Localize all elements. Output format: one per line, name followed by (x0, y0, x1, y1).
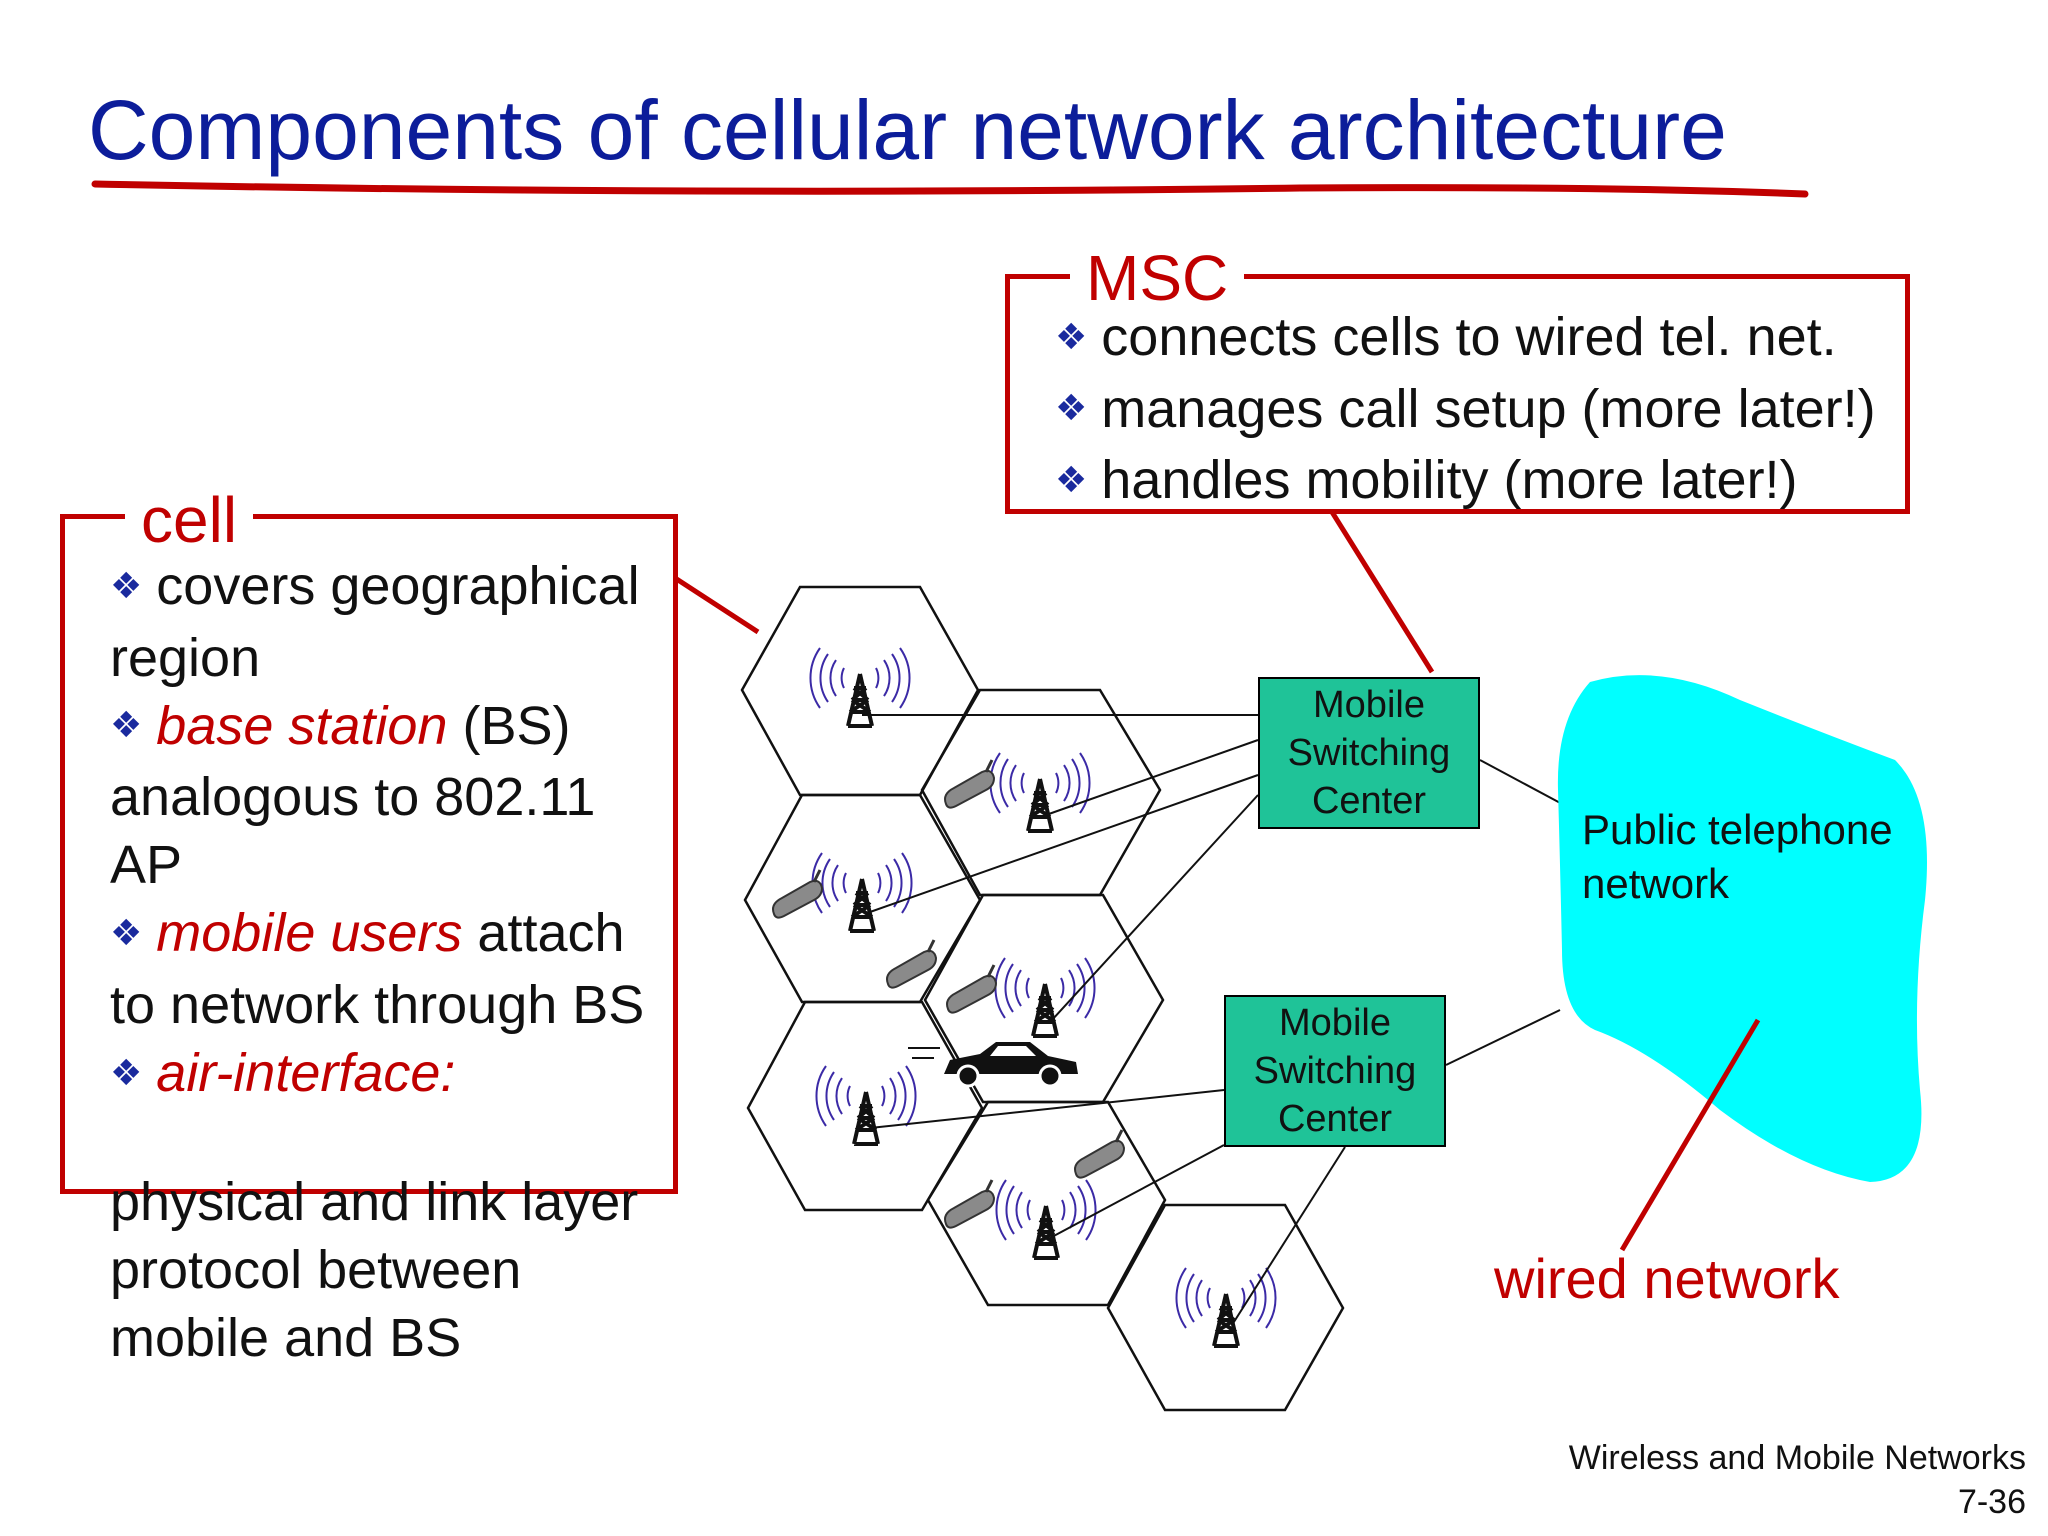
title-underline (91, 180, 1809, 198)
diamond-bullet-icon: ❖ (1055, 387, 1088, 429)
footer-page-number: 7-36 (1957, 1483, 2026, 1521)
wired-network-label: wired network (1494, 1247, 1840, 1310)
footer-course: Wireless and Mobile Networks (1568, 1439, 2026, 1477)
msc-bullet-list: ❖connects cells to wired tel. net. ❖mana… (1055, 303, 1876, 518)
msc-bullet: ❖manages call setup (more later!) (1055, 378, 1876, 439)
msc-box-top: Mobile Switching Center (1258, 677, 1480, 829)
msc-links (862, 714, 1565, 1326)
msc-box-bottom: Mobile Switching Center (1224, 995, 1446, 1147)
cell-callout-box (60, 514, 678, 1194)
msc-callout-label: MSC (1070, 246, 1245, 310)
slide-footer: Wireless and Mobile Networks 7-36 (1569, 1436, 2026, 1524)
cell-bullet: ❖mobile users attach to network through … (110, 903, 645, 1036)
msc-label-line: Switching (1287, 732, 1451, 774)
car-icon (908, 1042, 1078, 1088)
diamond-bullet-icon: ❖ (110, 564, 143, 606)
cell-bullet-list: ❖covers geographical region ❖base statio… (110, 552, 670, 1111)
antenna-tower-icon (808, 646, 1278, 1348)
diamond-bullet-icon: ❖ (1055, 459, 1088, 501)
msc-label-line: Center (1311, 780, 1427, 822)
msc-label-line: Center (1277, 1098, 1393, 1140)
slide-title: Components of cellular network architect… (88, 83, 1727, 177)
cell-bullet: ❖covers geographical region (110, 556, 640, 688)
diamond-bullet-icon: ❖ (110, 1051, 143, 1093)
cell-phone-icon (771, 758, 1126, 1230)
msc-bullet: ❖handles mobility (more later!) (1055, 450, 1798, 511)
diamond-bullet-icon: ❖ (110, 912, 143, 954)
msc-label-line: Switching (1253, 1050, 1417, 1092)
pstn-cloud (1557, 675, 1927, 1182)
msc-callout-box (1005, 274, 1910, 514)
pstn-label: Public telephone network (1582, 806, 1893, 907)
cell-bullet: ❖air-interface: (110, 1043, 456, 1104)
msc-bullet: ❖connects cells to wired tel. net. (1055, 307, 1837, 367)
cell-bullet: ❖base station (BS) analogous to 802.11 A… (110, 695, 596, 896)
cell-bullet-continuation: physical and link layer protocol between… (110, 1172, 639, 1368)
diamond-bullet-icon: ❖ (1055, 315, 1088, 357)
msc-label-line: Mobile (1313, 684, 1425, 726)
callout-connectors (673, 510, 1761, 1252)
msc-label-line: Mobile (1279, 1002, 1391, 1044)
cell-callout-label: cell (125, 488, 254, 552)
diamond-bullet-icon: ❖ (110, 704, 143, 746)
cell-hexagons (740, 585, 1345, 1412)
